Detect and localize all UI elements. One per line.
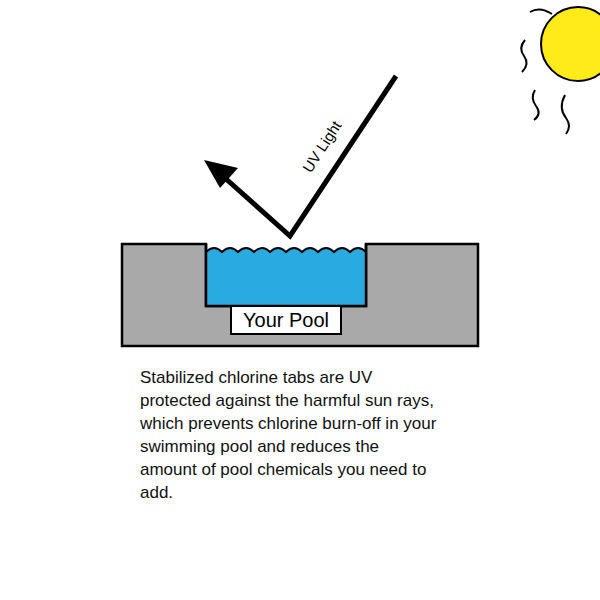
sun-ray — [530, 9, 552, 14]
sun — [541, 7, 600, 81]
ground — [122, 244, 478, 346]
sun-ray — [562, 95, 569, 134]
pool-walls — [206, 244, 366, 306]
box-label: Your Pool — [232, 309, 340, 331]
uv-ray — [216, 76, 396, 236]
sun-ray — [533, 90, 539, 120]
water-surface — [206, 248, 366, 252]
uv-arrowhead — [204, 160, 238, 188]
label-box: Your Pool — [230, 305, 342, 335]
sun-ray — [521, 40, 526, 72]
pool-water — [206, 248, 366, 306]
caption-text: Stabilized chlorine tabs are UV protecte… — [140, 366, 440, 504]
